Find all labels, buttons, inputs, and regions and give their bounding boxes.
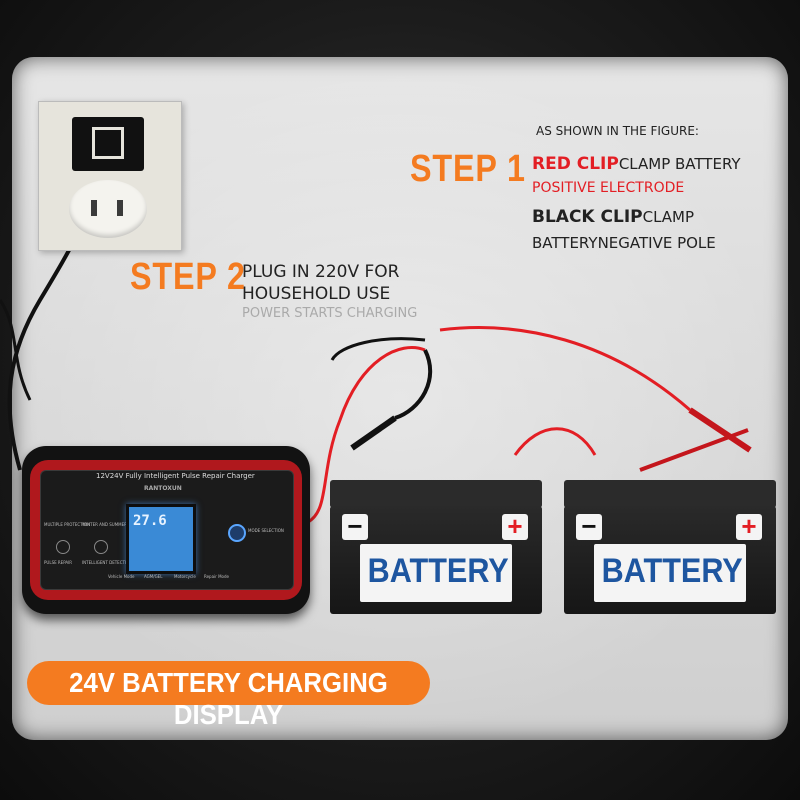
charger-brand: RANTOXUN [144,485,182,492]
empty-socket [69,180,147,238]
positive-terminal-icon: + [502,513,528,540]
step1-red-line2: POSITIVE ELECTRODE [532,180,685,196]
step1-red-line: RED CLIPCLAMP BATTERY [532,154,741,174]
wall-outlet [38,101,182,251]
battery-label: BATTERY [601,552,743,590]
battery-label: BATTERY [367,552,509,590]
mode-selection-button[interactable] [228,524,246,542]
battery-2: − + BATTERY [564,472,776,614]
protection-button[interactable] [56,540,70,554]
step1-black-line2: BATTERYNEGATIVE POLE [532,234,716,252]
charger-model: 12V24V Fully Intelligent Pulse Repair Ch… [96,472,255,480]
season-button[interactable] [94,540,108,554]
step2-title: STEP 2 [130,256,246,298]
lcd-display: 27.6 [126,504,196,574]
caption-banner: 24V BATTERY CHARGING DISPLAY [27,661,430,730]
negative-terminal-icon: − [342,513,368,540]
positive-terminal-icon: + [736,513,762,540]
step1-intro: AS SHOWN IN THE FIGURE: [536,124,699,138]
plugged-socket [72,117,144,171]
caption-text: 24V BATTERY CHARGING DISPLAY [69,667,388,730]
step2-line1: PLUG IN 220V FOR [242,262,400,282]
negative-terminal-icon: − [576,513,602,540]
lcd-voltage: 27.6 [133,513,167,529]
battery-charger: 12V24V Fully Intelligent Pulse Repair Ch… [22,446,310,614]
step2-line2: HOUSEHOLD USE [242,284,391,304]
step1-black-line: BLACK CLIPCLAMP [532,207,695,227]
step1-title: STEP 1 [410,148,526,190]
step2-line3: POWER STARTS CHARGING [242,306,418,321]
battery-1: − + BATTERY [330,472,542,614]
